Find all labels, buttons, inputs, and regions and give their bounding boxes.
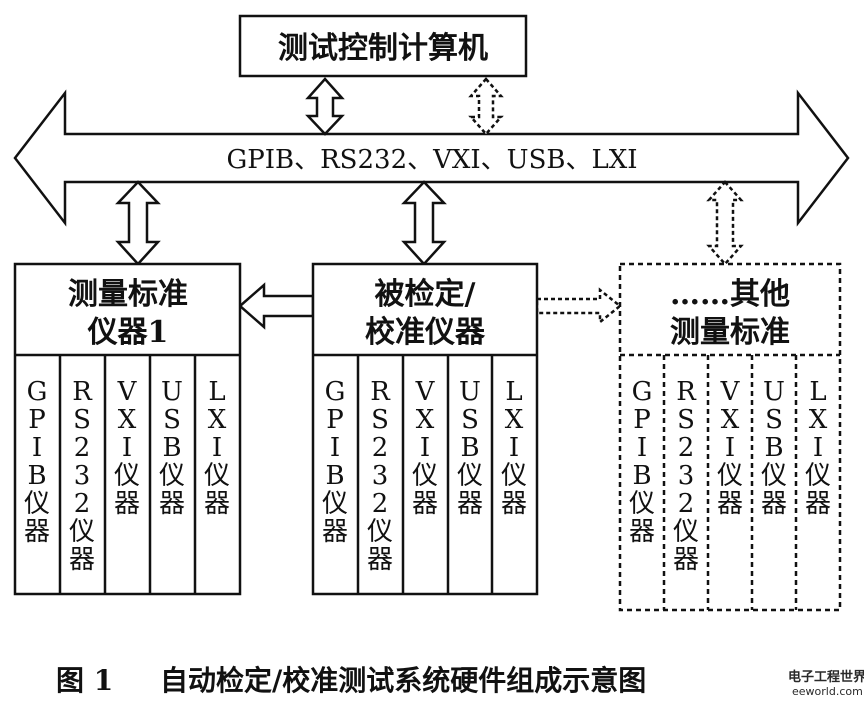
bus-label: GPIB、RS232、VXI、USB、LXI [226, 145, 637, 175]
computer-node: 测试控制计算机 [238, 14, 528, 78]
figure-number: 图 1 [56, 664, 113, 697]
other-title-line2: 测量标准 [670, 315, 790, 350]
bus-standard-link [115, 180, 161, 266]
standard-title-line1: 测量标准 [68, 277, 188, 312]
figure-caption: 自动检定/校准测试系统硬件组成示意图 [160, 664, 646, 697]
watermark-url: eeworld.com.cn [792, 685, 864, 698]
standard-title-line2: 仪器1 [87, 315, 169, 350]
computer-label: 测试控制计算机 [278, 31, 488, 66]
dut-title-line1: 被检定/ [375, 277, 476, 312]
dut-to-other-dashed-arrow [535, 287, 623, 325]
watermark-text: 电子工程世界 [788, 669, 864, 685]
watermark: 电子工程世界 eeworld.com.cn [788, 669, 864, 698]
dut-title-line2: 校准仪器 [365, 315, 486, 350]
dut-to-standard-arrow [238, 282, 315, 330]
bus-arrow [13, 89, 850, 227]
bus-dut-link [401, 180, 447, 266]
computer-bus-dashed-link [468, 77, 504, 136]
bus: GPIB、RS232、VXI、USB、LXI [13, 89, 850, 227]
other-title-line1: ……其他 [670, 277, 790, 312]
bus-other-dashed-link [706, 180, 744, 266]
computer-bus-link [305, 77, 345, 136]
